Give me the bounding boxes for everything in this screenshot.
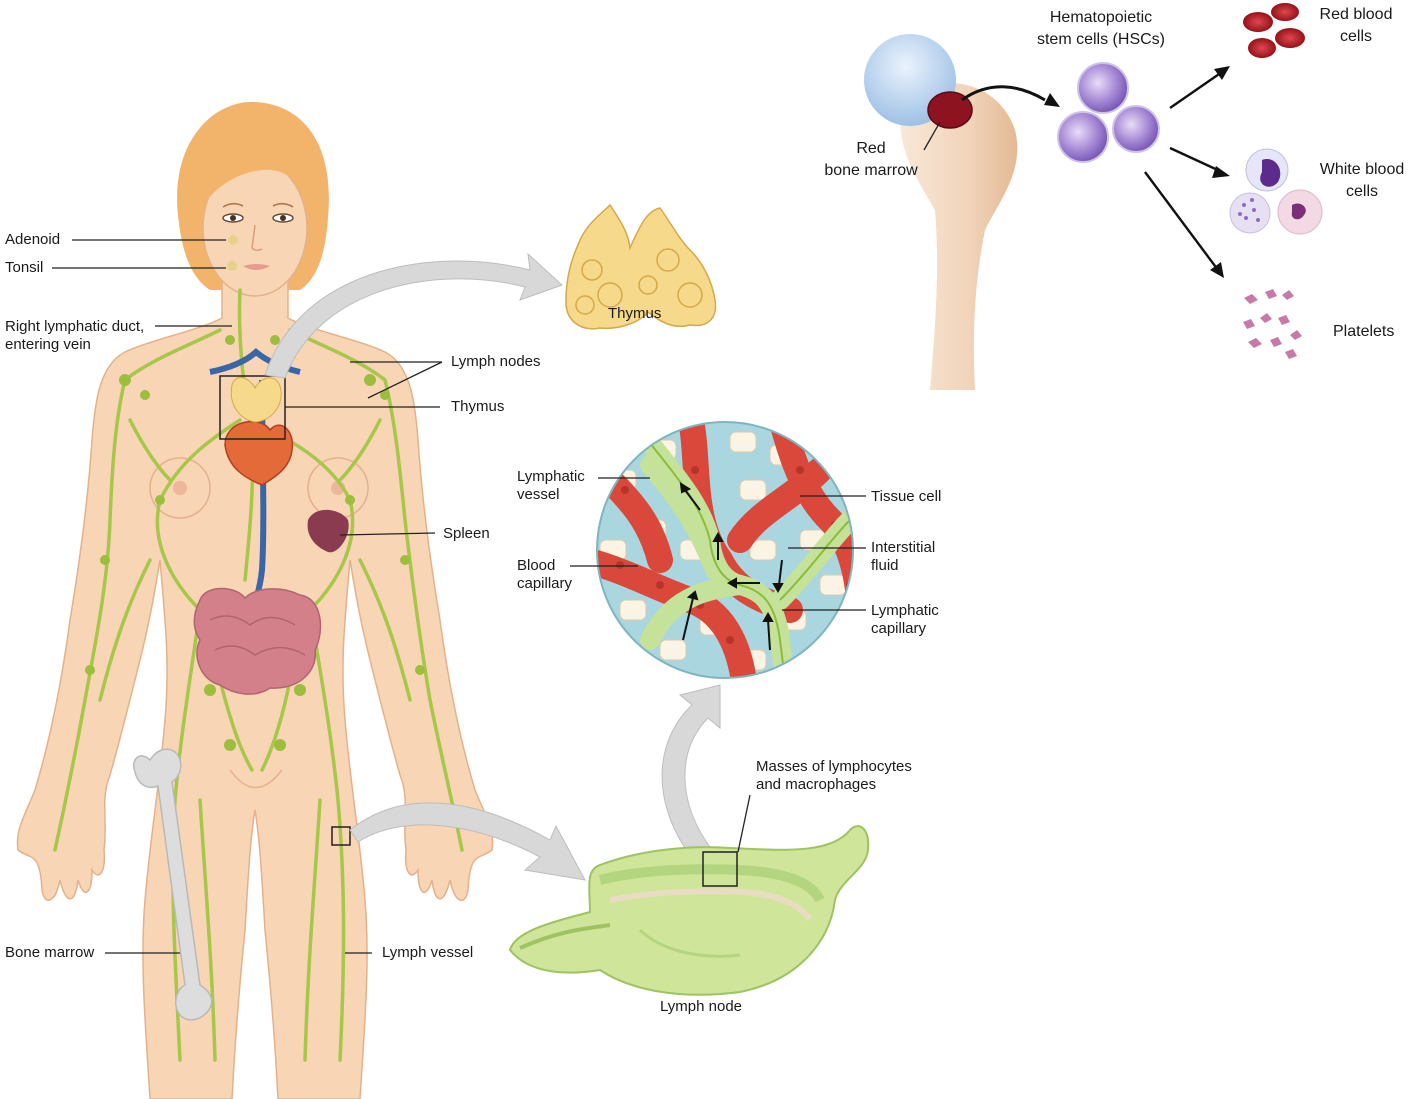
label-lymphatic-vessel-line2: vessel <box>517 486 585 504</box>
label-lymphatic-capillary: Lymphatic capillary <box>871 602 939 638</box>
label-red-blood-cells-line2: cells <box>1310 26 1402 48</box>
label-lymphatic-capillary-line1: Lymphatic <box>871 602 939 620</box>
label-hscs-line1: Hematopoietic <box>1030 7 1172 29</box>
hsc-cells <box>1058 63 1159 162</box>
label-right-lymphatic-duct-line1: Right lymphatic duct, <box>5 318 144 336</box>
label-lymph-nodes: Lymph nodes <box>451 353 541 371</box>
white-blood-cells <box>1230 149 1322 234</box>
label-interstitial-fluid-line1: Interstitial <box>871 539 935 557</box>
label-hscs: Hematopoietic stem cells (HSCs) <box>1030 7 1172 51</box>
femur-shaft <box>900 83 1017 390</box>
label-white-blood-cells-line1: White blood <box>1314 159 1410 181</box>
label-white-blood-cells: White blood cells <box>1314 159 1410 203</box>
label-hscs-line2: stem cells (HSCs) <box>1030 29 1172 51</box>
intestines <box>194 588 320 694</box>
capillary-bed <box>585 415 860 690</box>
label-adenoid: Adenoid <box>5 231 60 249</box>
label-lymph-node: Lymph node <box>660 998 742 1016</box>
label-masses-line2: and macrophages <box>756 776 912 794</box>
label-red-bone-marrow: Red bone marrow <box>815 138 927 182</box>
label-blood-capillary-line1: Blood <box>517 557 572 575</box>
label-masses-line1: Masses of lymphocytes <box>756 758 912 776</box>
label-thymus-organ: Thymus <box>608 305 661 323</box>
label-interstitial-fluid-line2: fluid <box>871 557 935 575</box>
label-red-blood-cells-line1: Red blood <box>1310 4 1402 26</box>
label-thymus-body: Thymus <box>451 398 504 416</box>
differentiation-arrows <box>1145 72 1222 270</box>
label-spleen: Spleen <box>443 525 490 543</box>
red-blood-cells <box>1243 3 1305 58</box>
label-interstitial-fluid: Interstitial fluid <box>871 539 935 575</box>
label-white-blood-cells-line2: cells <box>1314 181 1410 203</box>
label-tissue-cell: Tissue cell <box>871 488 941 506</box>
platelets <box>1243 289 1302 359</box>
arrow-to-capillary-bed <box>662 685 720 855</box>
label-lymph-vessel: Lymph vessel <box>382 944 473 962</box>
label-lymphatic-vessel: Lymphatic vessel <box>517 468 585 504</box>
label-blood-capillary: Blood capillary <box>517 557 572 593</box>
label-tonsil: Tonsil <box>5 259 43 277</box>
label-lymphatic-capillary-line2: capillary <box>871 620 939 638</box>
label-right-lymphatic-duct: Right lymphatic duct, entering vein <box>5 318 144 354</box>
label-right-lymphatic-duct-line2: entering vein <box>5 336 144 354</box>
label-red-blood-cells: Red blood cells <box>1310 4 1402 48</box>
label-lymphatic-vessel-line1: Lymphatic <box>517 468 585 486</box>
label-blood-capillary-line2: capillary <box>517 575 572 593</box>
bone-marrow-figure <box>864 34 1060 390</box>
label-platelets: Platelets <box>1333 323 1394 341</box>
label-bone-marrow: Bone marrow <box>5 944 94 962</box>
adenoid-marker <box>228 235 238 245</box>
label-red-bone-marrow-line1: Red <box>815 138 927 160</box>
tonsil-marker <box>227 261 237 271</box>
label-masses-of-lymphocytes: Masses of lymphocytes and macrophages <box>756 758 912 794</box>
label-red-bone-marrow-line2: bone marrow <box>815 160 927 182</box>
